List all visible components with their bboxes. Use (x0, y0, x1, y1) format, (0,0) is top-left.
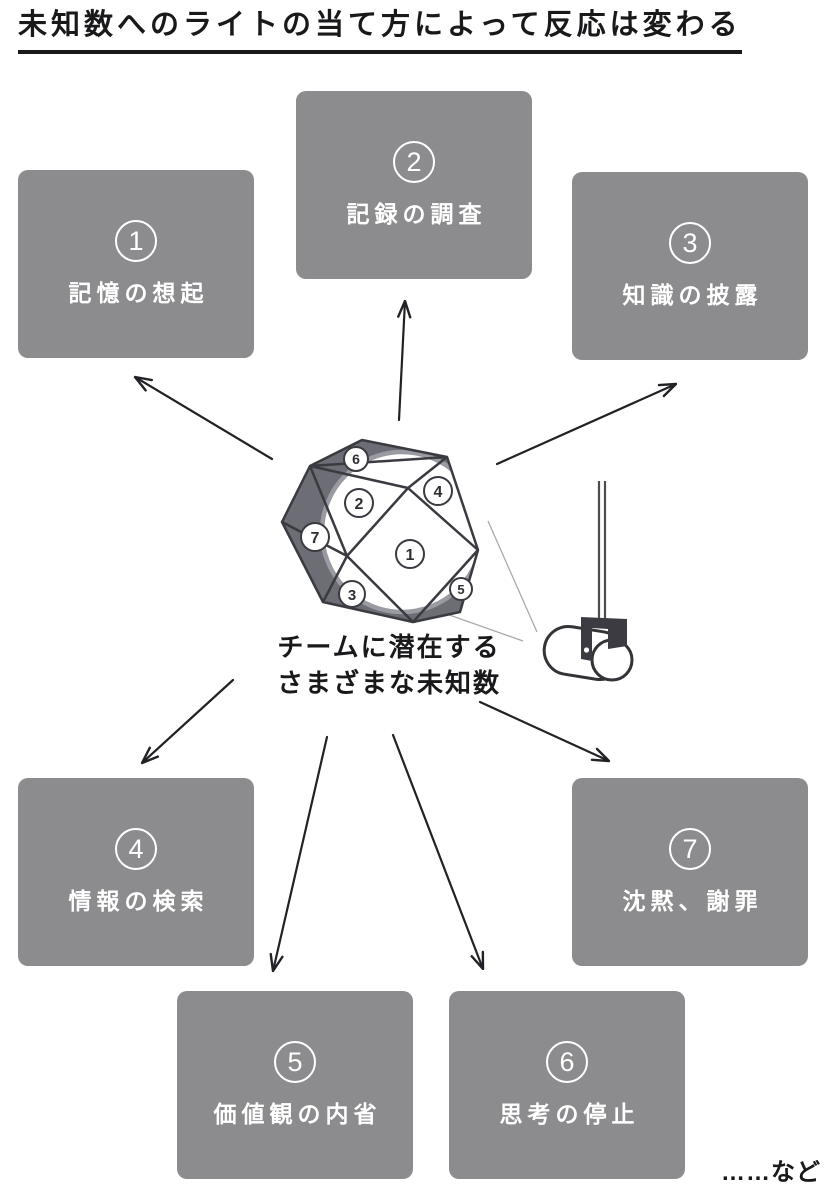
spotlight-lamp-illustration (542, 481, 634, 682)
reaction-box-2: 2 記録の調査 (296, 91, 532, 279)
face-number-1: 1 (406, 547, 415, 564)
circled-number-5-digit: 5 (287, 1046, 303, 1077)
circled-number-2: 2 (393, 141, 435, 183)
reaction-box-7-label: 沈黙、謝罪 (622, 888, 763, 914)
face-number-2: 2 (355, 496, 364, 513)
circled-number-2-digit: 2 (406, 146, 422, 177)
circled-number-4: 4 (115, 828, 157, 870)
reaction-box-1: 1 記憶の想起 (18, 170, 254, 358)
arrow-to-box-4 (142, 678, 235, 763)
face-number-7: 7 (311, 530, 320, 547)
face-number-6: 6 (352, 451, 360, 467)
circled-number-1-digit: 1 (128, 225, 144, 256)
circled-number-1: 1 (115, 220, 157, 262)
arrow-to-box-6 (391, 733, 483, 969)
footnote-etc: ……など (721, 1159, 821, 1186)
page-title: 未知数へのライトの当て方によって反応は変わる (18, 8, 742, 54)
polyhedron-illustration: 1 2 3 4 5 6 7 (280, 438, 480, 624)
circled-number-4-digit: 4 (128, 833, 144, 864)
reaction-box-5: 5 価値観の内省 (177, 991, 413, 1179)
lamp-bracket-bolt (583, 647, 590, 653)
reaction-box-4: 4 情報の検索 (18, 778, 254, 966)
arrow-to-box-7 (478, 700, 609, 761)
lamp-rod (597, 481, 607, 620)
arrow-to-box-1 (135, 377, 274, 461)
circled-number-3-digit: 3 (682, 227, 698, 258)
center-caption: チームに潜在する さまざまな未知数 (254, 630, 524, 702)
face-number-3: 3 (348, 587, 356, 604)
circled-number-6-digit: 6 (559, 1046, 575, 1077)
reaction-box-1-label: 記憶の想起 (68, 280, 209, 306)
center-caption-line1: チームに潜在する (277, 632, 501, 662)
reaction-box-5-label: 価値観の内省 (213, 1101, 382, 1127)
reaction-box-6-label: 思考の停止 (499, 1101, 640, 1127)
reaction-box-2-label: 記録の調査 (346, 201, 487, 227)
reaction-box-4-label: 情報の検索 (68, 888, 209, 914)
face-number-5: 5 (457, 582, 464, 597)
reaction-box-7: 7 沈黙、謝罪 (572, 778, 808, 966)
reaction-box-3-label: 知識の披露 (622, 282, 763, 308)
reaction-box-3: 3 知識の披露 (572, 172, 808, 360)
lamp-bracket (581, 617, 627, 661)
arrow-to-box-3 (495, 384, 676, 466)
light-beam-lines (437, 520, 538, 642)
center-caption-line2: さまざまな未知数 (276, 667, 501, 698)
arrows (135, 301, 676, 971)
face-number-badges: 1 2 3 4 5 6 7 (300, 446, 473, 608)
circled-number-7: 7 (669, 828, 711, 870)
arrow-to-box-2 (399, 301, 405, 422)
reaction-box-6: 6 思考の停止 (449, 991, 685, 1179)
circled-number-7-digit: 7 (682, 833, 698, 864)
arrow-to-box-5 (273, 735, 329, 971)
face-number-4: 4 (434, 484, 443, 501)
circled-number-6: 6 (546, 1041, 588, 1083)
circled-number-5: 5 (274, 1041, 316, 1083)
circled-number-3: 3 (669, 222, 711, 264)
